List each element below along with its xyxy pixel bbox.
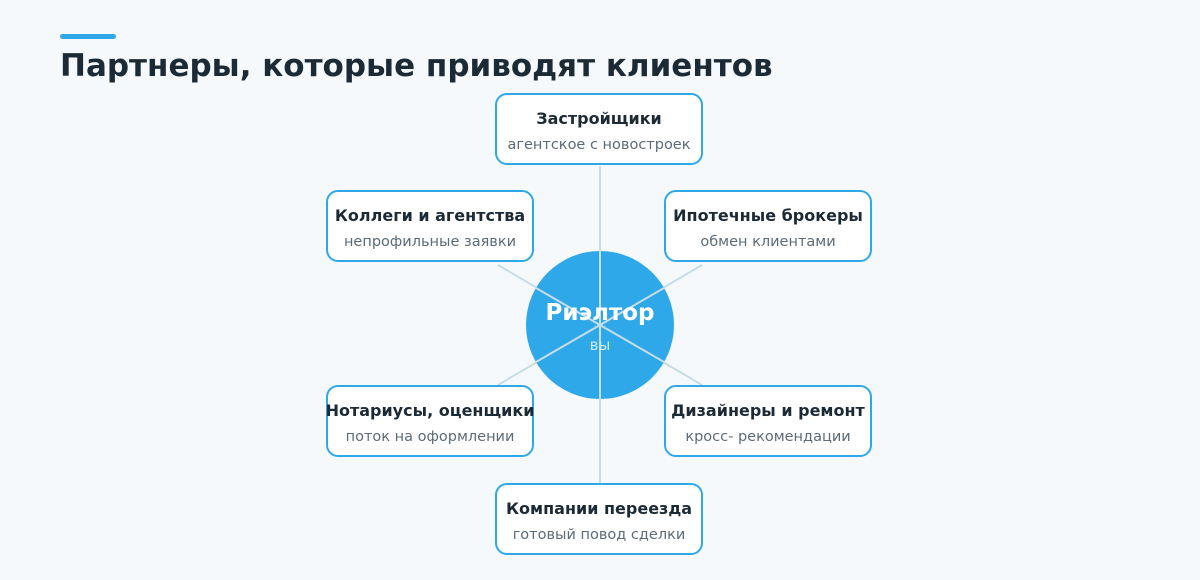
partner-node-mortgage-brokers: Ипотечные брокеры обмен клиентами [664, 190, 872, 262]
center-node-subtitle: вы [589, 336, 611, 354]
partner-node-notaries: Нотариусы, оценщики поток на оформлении [326, 385, 534, 457]
partner-subtitle: кросс- рекомендации [685, 429, 851, 445]
center-node-title: Риэлтор [545, 300, 655, 326]
partner-title: Нотариусы, оценщики [325, 401, 535, 420]
partner-title: Застройщики [536, 109, 662, 128]
partner-title: Компании переезда [505, 499, 693, 518]
partner-subtitle: поток на оформлении [345, 429, 515, 445]
partner-subtitle: агентское с новостроек [507, 137, 691, 153]
partner-node-designers: Дизайнеры и ремонт кросс- рекомендации [664, 385, 872, 457]
partner-title: Коллеги и агентства [334, 206, 526, 225]
partner-subtitle: готовый повод сделки [512, 527, 686, 543]
title-accent-bar [60, 34, 116, 39]
page-title: Партнеры, которые приводят клиентов [60, 48, 773, 84]
partner-subtitle: обмен клиентами [700, 234, 836, 250]
partner-title: Дизайнеры и ремонт [671, 401, 865, 420]
partner-subtitle: непрофильные заявки [343, 234, 517, 250]
partner-title: Ипотечные брокеры [673, 206, 863, 225]
partner-node-colleagues: Коллеги и агентства непрофильные заявки [326, 190, 534, 262]
partner-node-movers: Компании переезда готовый повод сделки [495, 483, 703, 555]
partner-node-developers: Застройщики агентское с новостроек [495, 93, 703, 165]
